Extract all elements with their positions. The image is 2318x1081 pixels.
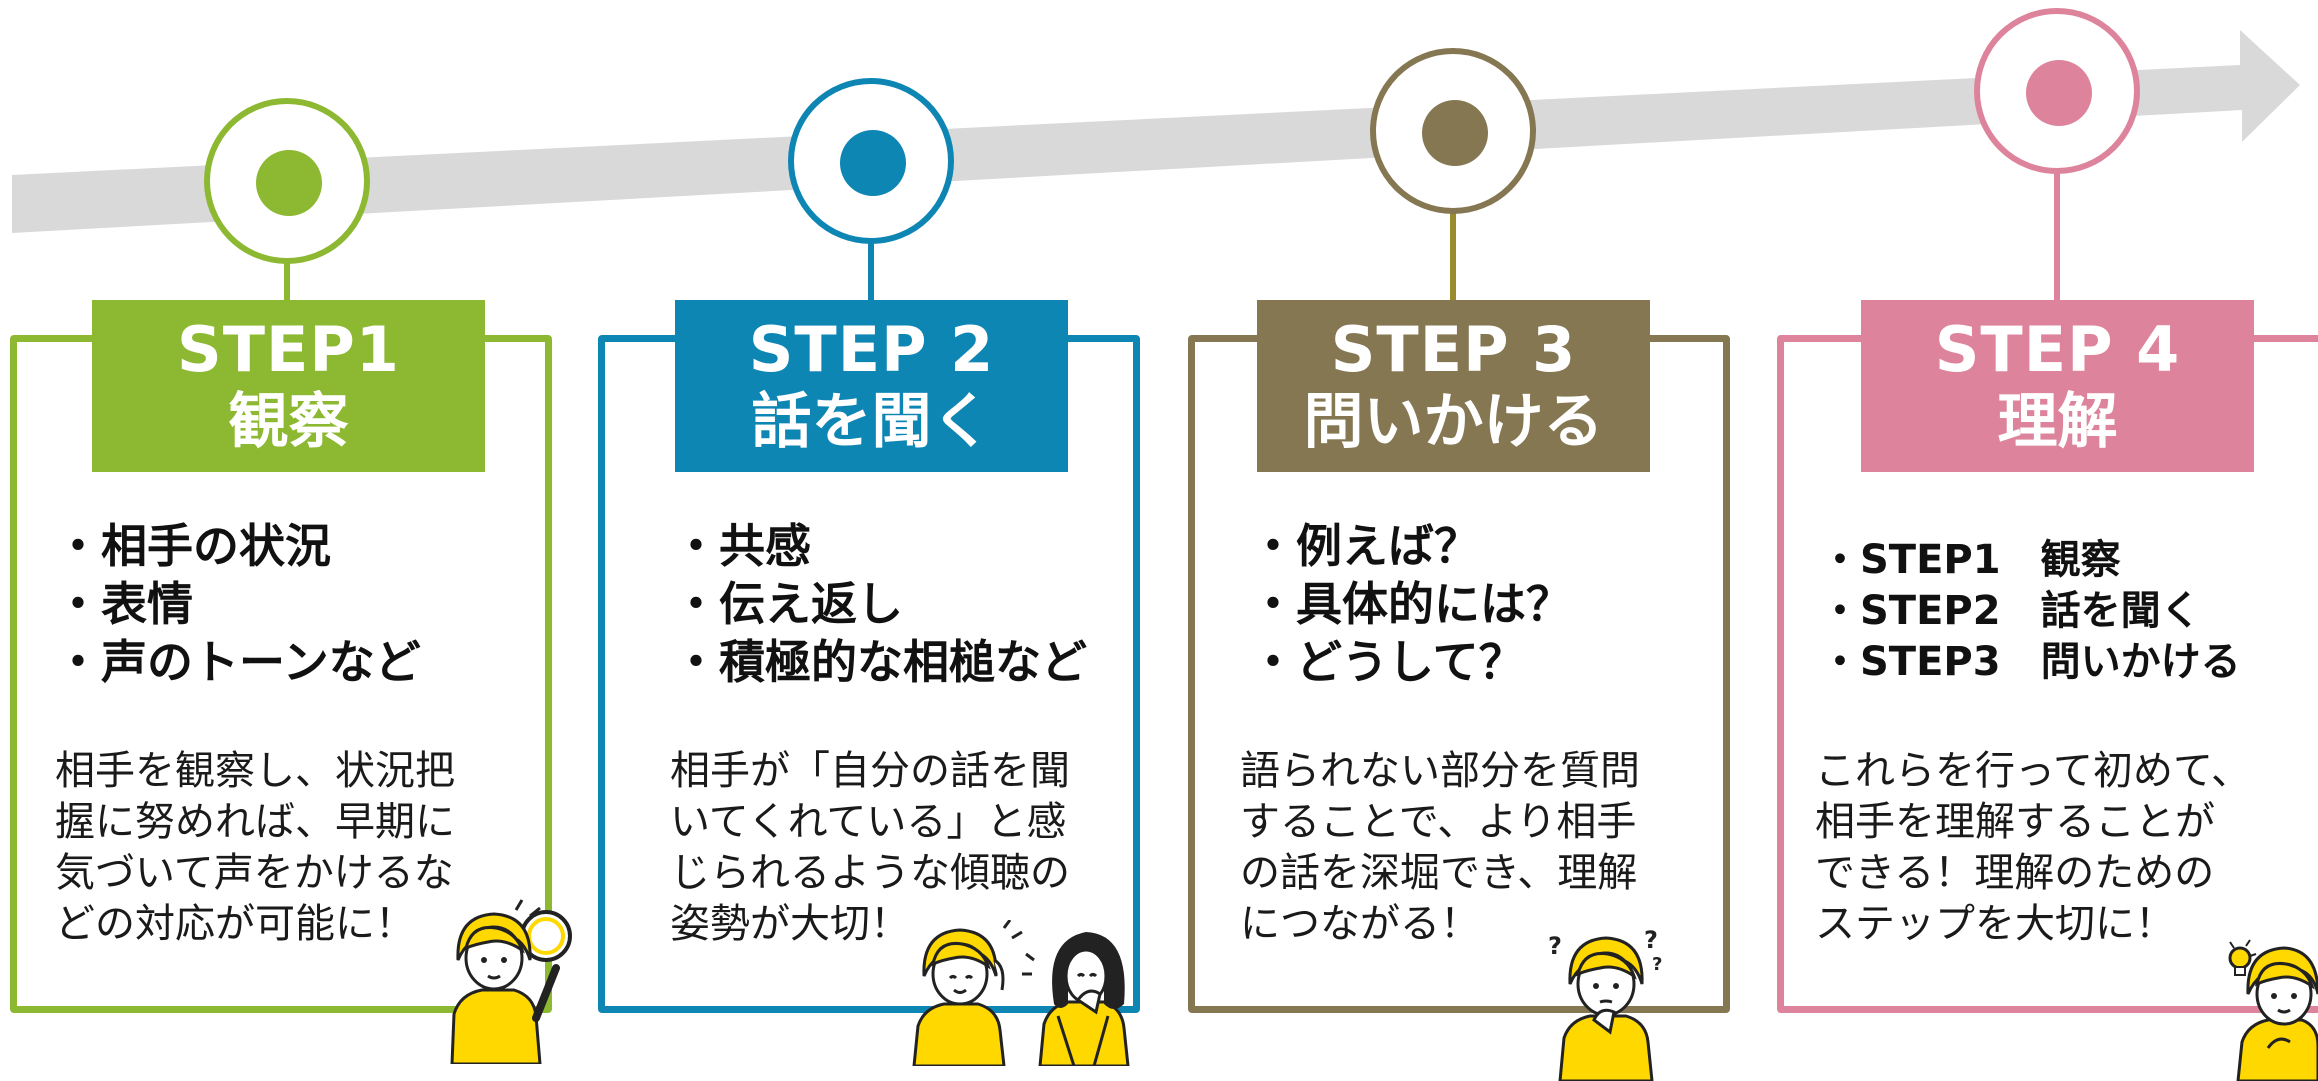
step1-bullet: ・表情 xyxy=(55,577,193,631)
step2-title-box: STEP 2 話を聞く xyxy=(675,300,1068,472)
step1-description: 相手を観察し、状況把 握に努めれば、早期に 気づいて声をかけるな どの対応が可能… xyxy=(55,748,455,947)
step4-node-dot xyxy=(2026,60,2092,126)
step2-bullet: ・積極的な相槌など xyxy=(673,635,1087,689)
step3-node-dot xyxy=(1422,100,1488,166)
woman-with-magnifying-glass-icon xyxy=(438,898,573,1064)
step4-title-box: STEP 4 理解 xyxy=(1861,300,2254,472)
step1-node-ring xyxy=(204,98,370,264)
woman-lightbulb-icon xyxy=(2228,938,2318,1081)
step1-name: 観察 xyxy=(228,387,349,457)
step2-bullet: ・共感 xyxy=(673,519,811,573)
step4-node-connector xyxy=(2054,172,2060,304)
step1-node-connector xyxy=(284,262,290,304)
step3-bullets: ・例えば？ ・具体的には？ ・どうして？ xyxy=(1250,517,1572,691)
step3-node-ring xyxy=(1370,48,1536,214)
step1-label: STEP1 xyxy=(177,313,400,386)
step2-description: 相手が「自分の話を聞 いてくれている」と感 じられるような傾聴の 姿勢が大切！ xyxy=(670,748,1070,947)
step2-node-ring xyxy=(788,78,954,244)
step2-name: 話を聞く xyxy=(751,387,992,457)
step3-label: STEP 3 xyxy=(1330,313,1577,386)
step4-bullet: ・STEP2 話を聞く xyxy=(1820,588,2201,634)
step4-node-ring xyxy=(1974,8,2140,174)
step3-bullet: ・例えば？ xyxy=(1250,519,1480,573)
step1-node-dot xyxy=(256,150,322,216)
step3-description: 語られない部分を質問 することで、より相手 の話を深堀でき、理解 につながる！ xyxy=(1240,748,1640,947)
progress-arrow-shape xyxy=(12,30,2300,233)
step2-bullet: ・伝え返し xyxy=(673,577,903,631)
step3-bullet: ・どうして？ xyxy=(1250,635,1525,689)
svg-text:?: ? xyxy=(1644,926,1658,954)
step4-bullet: ・STEP3 問いかける xyxy=(1820,639,2241,685)
svg-text:?: ? xyxy=(1548,932,1562,960)
woman-thinking-icon: ? ? ? xyxy=(1548,922,1668,1081)
step4-name: 理解 xyxy=(1997,387,2118,457)
svg-text:?: ? xyxy=(1652,954,1662,975)
step2-bullets: ・共感 ・伝え返し ・積極的な相槌など xyxy=(673,517,1087,691)
step1-bullet: ・相手の状況 xyxy=(55,519,331,573)
step1-bullets: ・相手の状況 ・表情 ・声のトーンなど xyxy=(55,517,421,691)
step4-bullets: ・STEP1 観察 ・STEP2 話を聞く ・STEP3 問いかける xyxy=(1820,535,2241,688)
step4-label: STEP 4 xyxy=(1934,313,2181,386)
step2-node-dot xyxy=(840,130,906,196)
step4-description: これらを行って初めて、 相手を理解することが できる！理解のための ステップを大… xyxy=(1815,748,2251,947)
step3-name: 問いかける xyxy=(1303,387,1604,457)
step2-node-connector xyxy=(868,242,874,304)
step1-bullet: ・声のトーンなど xyxy=(55,635,421,689)
progress-arrow xyxy=(12,30,2300,233)
step4-bullet: ・STEP1 観察 xyxy=(1820,537,2121,583)
step2-label: STEP 2 xyxy=(748,313,995,386)
step1-title-box: STEP1 観察 xyxy=(92,300,485,472)
step3-title-box: STEP 3 問いかける xyxy=(1257,300,1650,472)
step3-bullet: ・具体的には？ xyxy=(1250,577,1572,631)
two-women-listening-icon xyxy=(908,920,1144,1066)
step3-node-connector xyxy=(1450,212,1456,304)
